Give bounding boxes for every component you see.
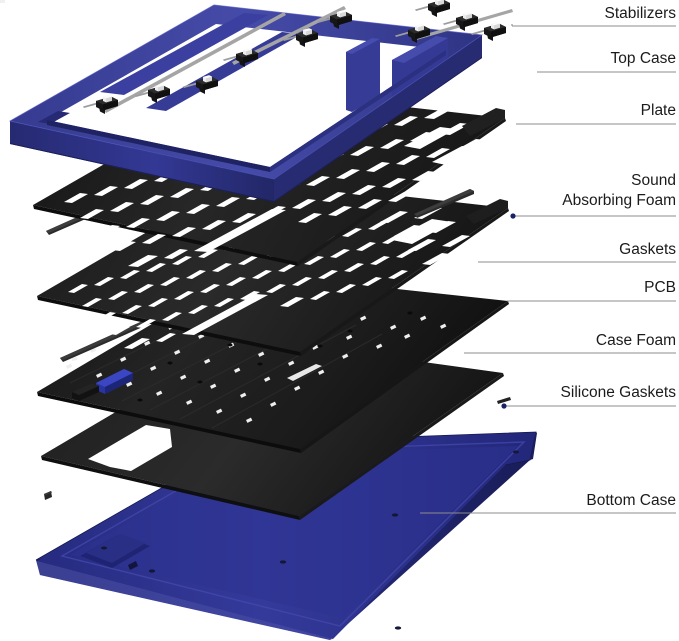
label-line: Plate [641, 102, 676, 119]
leader-anchor-dot-silicone [501, 403, 507, 409]
layer-silicone-gaskets [44, 397, 511, 500]
label-silicone: Silicone Gaskets [561, 384, 677, 401]
layer-pcb [0, 0, 509, 453]
layer-gaskets-right [414, 189, 474, 218]
label-line: PCB [644, 279, 676, 296]
label-line: Absorbing Foam [562, 192, 676, 209]
label-line: Gaskets [619, 241, 676, 258]
label-plate: Plate [641, 102, 676, 119]
label-line: Top Case [611, 50, 676, 67]
label-line: Stabilizers [605, 5, 677, 22]
label-stabilizers: Stabilizers [605, 5, 677, 22]
label-line: Bottom Case [586, 492, 676, 509]
label-line: Silicone Gaskets [561, 384, 677, 401]
label-gaskets: Gaskets [619, 241, 676, 258]
label-pcb: PCB [644, 279, 676, 296]
label-case-foam: Case Foam [596, 332, 676, 349]
label-bottom-case: Bottom Case [586, 492, 676, 509]
label-line: Sound [631, 172, 676, 189]
leader-anchor-dot-sound-foam [510, 213, 516, 219]
label-top-case: Top Case [611, 50, 676, 67]
layer-stabilizers [83, 0, 513, 114]
label-line: Case Foam [596, 332, 676, 349]
layer-top-case [8, 4, 484, 202]
